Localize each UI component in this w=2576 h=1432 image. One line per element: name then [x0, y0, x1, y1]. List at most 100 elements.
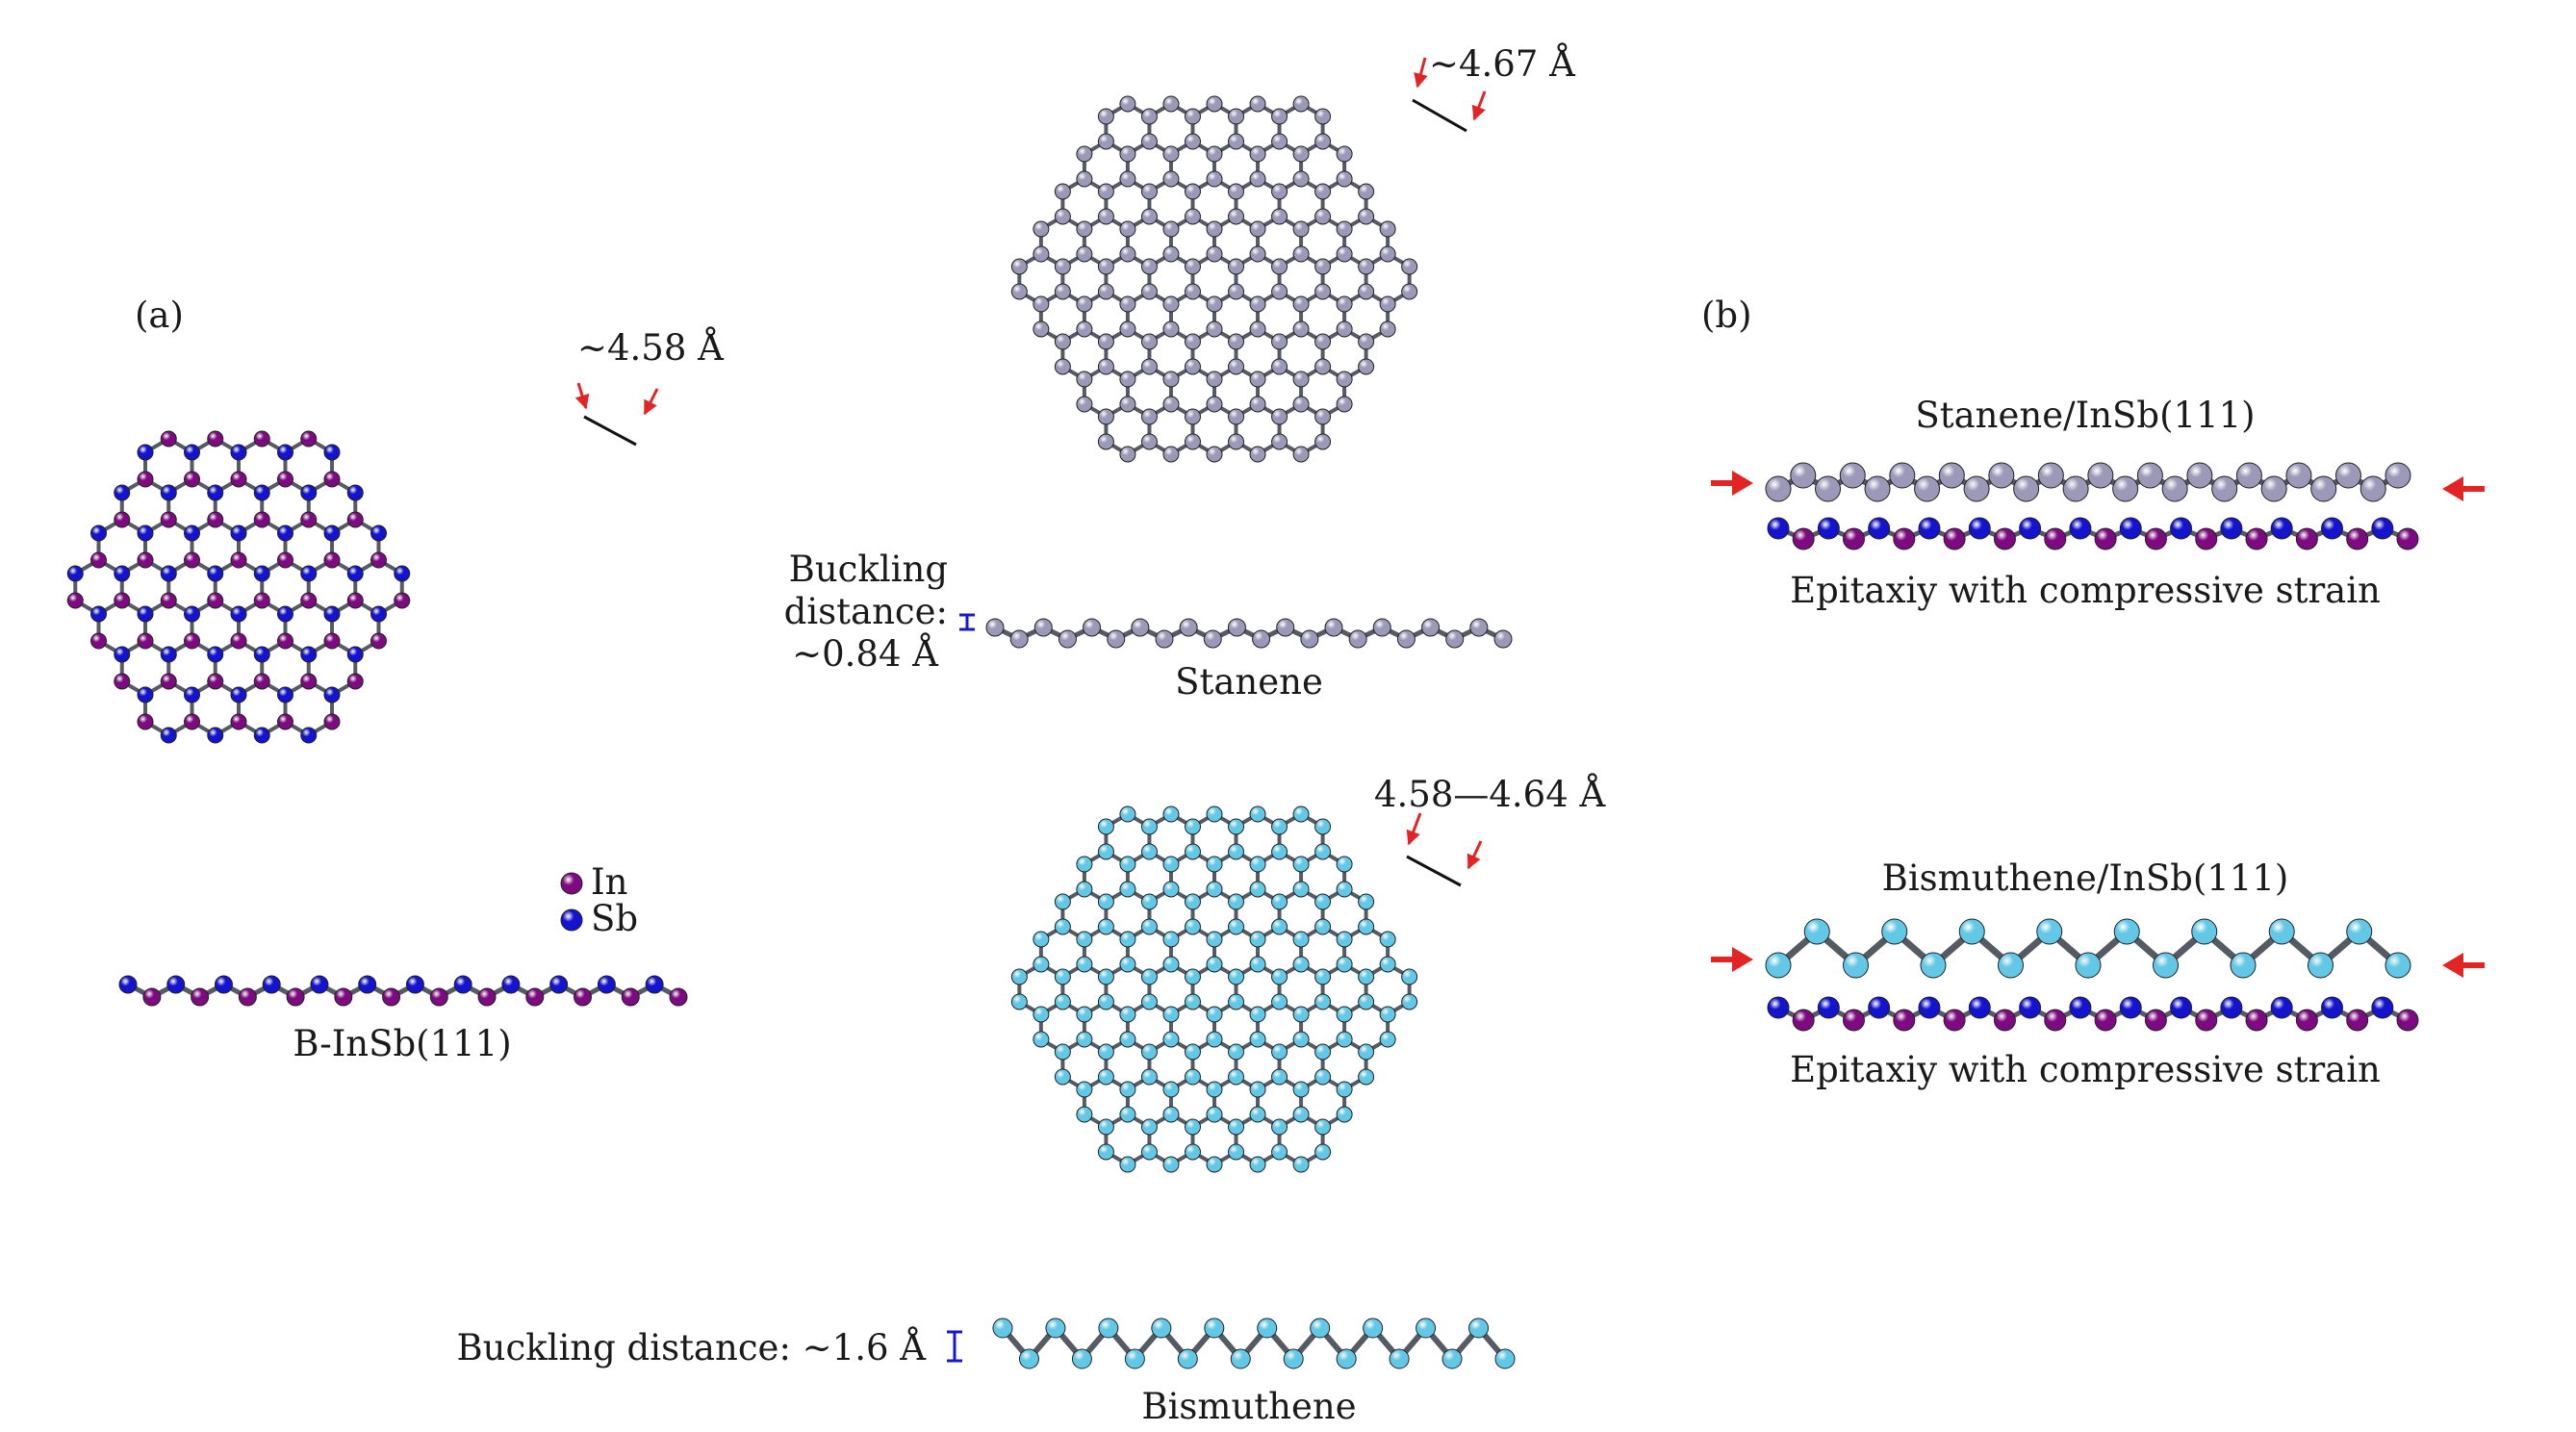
- bismuthene-insb-substrate-atom: [2396, 1009, 2419, 1032]
- stanene-insb-substrate-atom: [1817, 517, 1840, 540]
- stanene-atom: [1336, 220, 1353, 238]
- bismuthene-atom: [1358, 968, 1375, 985]
- insb-atom: [160, 511, 177, 528]
- stanene-atom: [1206, 170, 1223, 188]
- insb-side-atom: [214, 975, 233, 994]
- insb-side-atom: [405, 975, 424, 994]
- stanene-side-atom: [1421, 618, 1441, 637]
- bismuthene-insb-top-atom: [2308, 952, 2334, 979]
- stanene-atom: [1314, 283, 1332, 300]
- bismuthene-atom: [1292, 1106, 1310, 1123]
- insb-lattice-marker: [583, 415, 637, 447]
- stanene-atom: [1249, 371, 1266, 388]
- bismuthene-atom: [1292, 1081, 1310, 1098]
- stanene-buckling-value: ~0.84 Å: [792, 632, 939, 675]
- stanene-atom: [1314, 208, 1332, 225]
- bismuthene-atom: [1184, 1043, 1201, 1061]
- stanene-atom: [1010, 283, 1028, 300]
- insb-atom: [90, 632, 108, 650]
- bismuthene-atom: [1076, 1006, 1093, 1023]
- insb-atom: [160, 484, 177, 501]
- bismuthene-buckling-label: Buckling distance: ~1.6 Å: [456, 1326, 927, 1368]
- stanene-insb-top-atom: [2161, 475, 2188, 502]
- insb-atom: [300, 565, 318, 582]
- stanene-side-atom: [1155, 629, 1174, 649]
- stanene-atom: [1162, 295, 1180, 313]
- bismuthene-atom: [1249, 806, 1266, 823]
- bismuthene-atom: [1206, 1156, 1223, 1173]
- stanene-atom: [1228, 133, 1245, 150]
- stanene-atom: [1162, 245, 1180, 263]
- insb-atom: [160, 727, 177, 744]
- stanene-atom: [1228, 258, 1245, 275]
- insb-side-atom: [310, 975, 329, 994]
- insb-atom: [346, 565, 364, 582]
- stanene-atom: [1271, 108, 1288, 125]
- stanene-atom: [1162, 145, 1180, 163]
- insb-atom: [160, 592, 177, 609]
- stanene-insb-top-atom: [2310, 475, 2337, 502]
- insb-atom: [184, 605, 201, 623]
- bismuthene-atom: [1033, 956, 1050, 973]
- bismuthene-atom: [1184, 918, 1201, 935]
- stanene-atom: [1271, 183, 1288, 200]
- stanene-atom: [1379, 320, 1396, 338]
- atom-layer: [66, 95, 2419, 1369]
- bismuthene-atom: [1140, 843, 1158, 860]
- stanene-insb-substrate-atom: [1943, 527, 1966, 550]
- bismuthene-insb-substrate-atom: [2094, 1009, 2117, 1032]
- stanene-insb-top-atom: [2385, 462, 2411, 489]
- stanene-insb-substrate-atom: [1893, 527, 1916, 550]
- insb-atom: [207, 565, 224, 582]
- bismuthene-side-atom: [1045, 1317, 1066, 1339]
- bismuthene-atom: [1336, 1106, 1353, 1123]
- stanene-atom: [1097, 333, 1114, 350]
- stanene-insb-top-atom: [2062, 475, 2089, 502]
- stanene-insb-substrate-atom: [2245, 527, 2268, 550]
- stanene-atom: [1119, 371, 1136, 388]
- stanene-atom: [1206, 396, 1223, 413]
- stanene-atom: [1249, 295, 1266, 313]
- stanene-insb-substrate-atom: [2094, 527, 2117, 550]
- bismuthene-atom: [1097, 1068, 1114, 1086]
- stanene-atom: [1140, 183, 1158, 200]
- insb-atom: [184, 686, 201, 703]
- stanene-atom: [1292, 371, 1310, 388]
- bismuthene-insb-substrate-atom: [1918, 996, 1941, 1019]
- bismuthene-insb-substrate-atom: [2170, 996, 2193, 1019]
- bismuthene-atom: [1140, 1118, 1158, 1136]
- insb-atom: [114, 673, 131, 690]
- bismuthene-atom: [1162, 1031, 1180, 1048]
- bismuthene-atom: [1206, 1006, 1223, 1023]
- bismuthene-atom: [1358, 1068, 1375, 1086]
- insb-atom: [323, 551, 341, 569]
- bismuthene-insb-top-atom: [2153, 952, 2179, 979]
- stanene-atom: [1206, 320, 1223, 338]
- stanene-atom: [1140, 408, 1158, 425]
- bismuthene-atom: [1119, 956, 1136, 973]
- insb-atom: [114, 565, 131, 582]
- bismuthene-atom: [1271, 993, 1288, 1010]
- stanene-atom: [1379, 295, 1396, 313]
- stanene-atom: [1162, 220, 1180, 238]
- bismuthene-atom: [1314, 818, 1332, 835]
- stanene-insb-substrate-atom: [1968, 517, 1991, 540]
- stanene-atom: [1271, 358, 1288, 375]
- bismuthene-insb-substrate-atom: [2195, 1009, 2218, 1032]
- insb-atom: [346, 592, 364, 609]
- insb-atom: [90, 551, 108, 569]
- stanene-atom: [1206, 371, 1223, 388]
- insb-atom: [300, 484, 318, 501]
- bismuthene-side-atom: [1310, 1317, 1331, 1339]
- insb-side-atom: [574, 987, 593, 1007]
- stanene-atom: [1206, 95, 1223, 113]
- bismuthene-atom: [1010, 993, 1028, 1010]
- insb-atom: [394, 565, 411, 582]
- stanene-atom: [1119, 245, 1136, 263]
- bismuthene-atom: [1162, 931, 1180, 948]
- insb-atom: [230, 444, 247, 461]
- stanene-insb-substrate-atom: [2346, 527, 2369, 550]
- stanene-insb-top-atom: [2334, 462, 2361, 489]
- stanene-insb-substrate-atom: [1993, 527, 2016, 550]
- bismuthene-atom: [1314, 993, 1332, 1010]
